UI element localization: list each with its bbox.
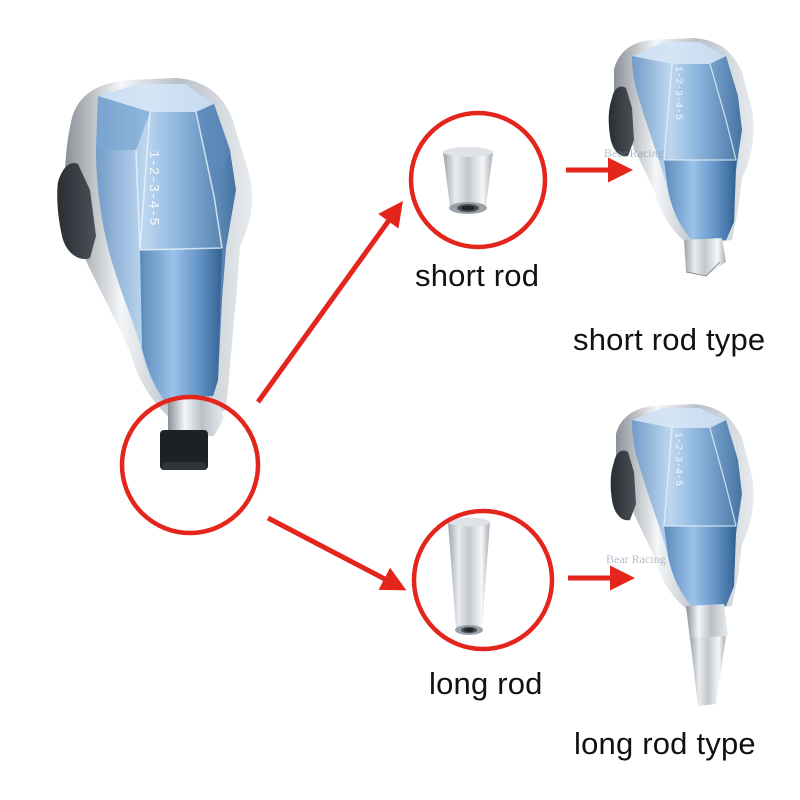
gear-pattern-engraving: 1-2-3-4-5 (145, 150, 161, 226)
watermark: Bear Racing (606, 552, 666, 566)
main-gear-knob: 1-2-3-4-5 (57, 78, 253, 470)
short-rod-part (443, 147, 493, 214)
long-rod-type-knob: 1-2-3-4-5 (610, 404, 754, 706)
watermark: Bear Racing (604, 146, 664, 160)
short-rod-type-label: short rod type (573, 322, 766, 357)
short-rod-highlight-circle (408, 110, 548, 250)
short-rod-label: short rod (415, 258, 540, 293)
long-rod-label: long rod (429, 666, 543, 701)
long-rod-part (448, 517, 490, 635)
arrow-to-long-rod (266, 515, 407, 591)
small-knob-engraving: 1-2-3-4-5 (672, 66, 683, 120)
small-knob-engraving: 1-2-3-4-5 (672, 432, 683, 486)
long-rod-highlight-circle (411, 508, 555, 652)
stub-highlight-circle (119, 394, 261, 536)
short-rod-type-knob: 1-2-3-4-5 (608, 38, 754, 277)
long-rod-type-label: long rod type (574, 726, 756, 761)
arrow-to-short-rod (255, 200, 403, 404)
